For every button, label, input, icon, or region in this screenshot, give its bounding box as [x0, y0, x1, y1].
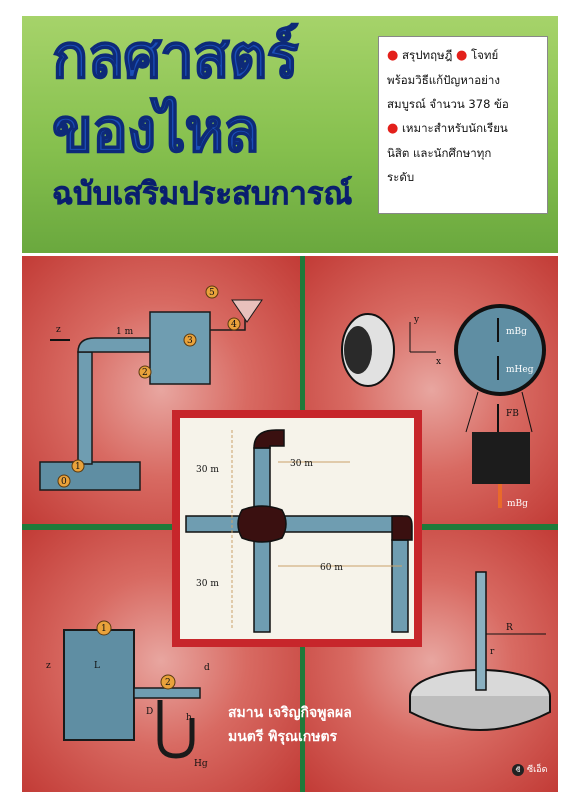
label-2: 2	[142, 368, 148, 378]
d-label: d	[204, 663, 210, 673]
u-tube	[157, 700, 195, 759]
publisher-logo-icon: ซี	[512, 763, 524, 776]
publisher-name: ซีเอ็ด	[527, 765, 548, 775]
info-box: ● สรุปทฤษฎี ● โจทย์ พร้อมวิธีแก้ปัญหาอย่…	[378, 36, 548, 214]
dimension-30m-bottom: 30 m	[196, 579, 219, 589]
label-2: 2	[165, 678, 171, 688]
point-4-marker	[227, 317, 241, 331]
force-diagram: y x mBg mHeg FB mBg	[341, 304, 546, 509]
D-label: D	[146, 707, 153, 717]
bullet-icon: ●	[387, 48, 399, 63]
rope-left	[465, 391, 479, 433]
bullet-icon: ●	[456, 48, 468, 63]
disk-diagram: R r	[409, 571, 551, 731]
r-label: r	[490, 647, 495, 657]
dimension-30m-top: 30 m	[196, 465, 219, 475]
h-label: h	[186, 713, 192, 723]
weight-label-3: mBg	[507, 499, 528, 509]
R-label: R	[506, 623, 513, 633]
pipe-right-down	[391, 539, 409, 633]
upper-tank	[149, 311, 211, 385]
weight-label-2: mHeg	[506, 365, 534, 375]
cylinder-hole	[344, 326, 372, 374]
label-1: 1	[75, 462, 81, 472]
x-label: x	[436, 357, 441, 367]
y-label: y	[413, 315, 420, 325]
info-bullet-1: สรุปทฤษฎี	[402, 48, 453, 62]
cross-junction	[237, 505, 287, 543]
manometer-diagram: 1 2 z L D d h Hg	[46, 620, 210, 769]
dimension-60m: 60 m	[320, 563, 343, 573]
pipe-up	[253, 447, 271, 511]
shaft	[475, 571, 487, 691]
info-bullet-2: โจทย์	[471, 48, 499, 62]
reservoir	[39, 461, 141, 491]
bullet-icon: ●	[387, 121, 399, 136]
buoyancy-label: FB	[506, 409, 519, 419]
elbow-right	[391, 515, 413, 541]
point-3-marker	[183, 333, 197, 347]
point-1-marker	[71, 459, 85, 473]
point-2-marker	[160, 674, 176, 690]
label-1: 1	[101, 624, 107, 634]
tank-diagram: 0 1 2 3 4 5 z 1 m	[39, 285, 263, 491]
label-5: 5	[209, 288, 215, 298]
disk-side	[409, 696, 551, 731]
pipe-network-diagram: 30 m 60 m 30 m 30 m	[185, 429, 413, 633]
info-line-6: ระดับ	[387, 170, 415, 184]
title-line-2: ของไหล	[51, 95, 260, 167]
info-bullet-3: เหมาะสำหรับนักเรียน	[402, 121, 508, 135]
pipe-right	[275, 515, 403, 533]
point-2-marker	[138, 365, 152, 379]
author-1: สมาน เจริญกิจพูลผล	[228, 705, 352, 721]
point-5-marker	[205, 285, 219, 299]
label-3: 3	[187, 336, 193, 346]
author-2: มนตรี พิรุณเกษตร	[228, 729, 338, 745]
elbow-top	[253, 429, 285, 449]
info-line-5: นิสิต และนักศึกษาทุก	[387, 146, 492, 160]
pipe-left	[185, 515, 247, 533]
hg-label: Hg	[194, 759, 208, 769]
spray-nozzle	[231, 299, 263, 323]
point-1-marker	[96, 620, 112, 636]
z-label: z	[46, 661, 51, 671]
publisher: ซีซีเอ็ด	[512, 762, 547, 776]
subtitle: ฉบับเสริมประสบการณ์	[52, 176, 353, 213]
title-line-1: กลศาสตร์	[51, 21, 299, 93]
balloon	[454, 304, 546, 396]
point-0-marker	[57, 474, 71, 488]
dimension-30m-horizontal: 30 m	[290, 459, 313, 469]
info-line-3: สมบูรณ์ จำนวน 378 ข้อ	[387, 97, 509, 111]
weight-label-1: mBg	[506, 327, 527, 337]
L-label: L	[94, 661, 100, 671]
rope-right	[521, 391, 533, 433]
basket	[472, 432, 530, 484]
pipe-down	[253, 539, 271, 633]
label-0: 0	[61, 477, 67, 487]
dimension-label: 1 m	[116, 327, 134, 337]
manometer-tank	[63, 629, 135, 741]
z-label: z	[56, 325, 61, 335]
info-line-2: พร้อมวิธีแก้ปัญหาอย่าง	[387, 73, 500, 87]
label-4: 4	[231, 320, 237, 330]
